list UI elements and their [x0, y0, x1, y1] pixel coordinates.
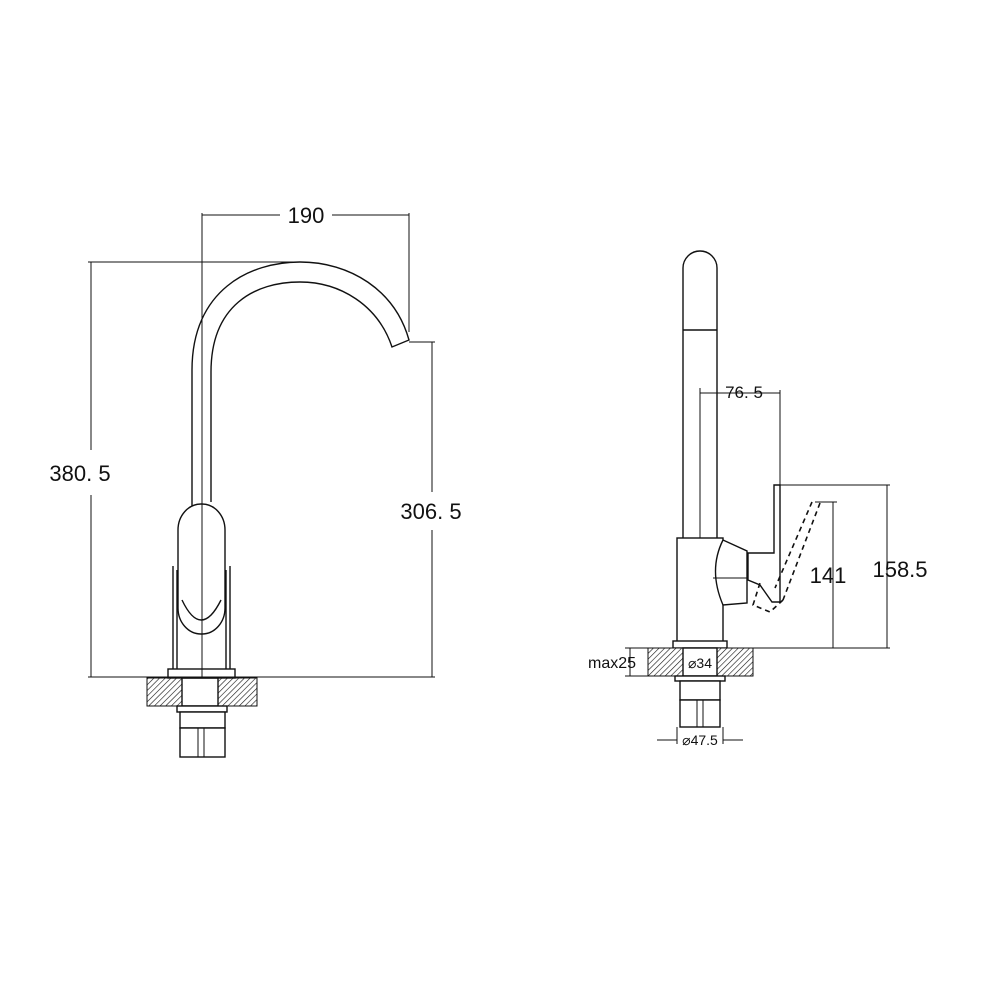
- dimension-width-190: 190: [288, 203, 325, 228]
- dimension-hole-diameter: ⌀34: [688, 655, 712, 671]
- handle-lever: [747, 484, 781, 603]
- lower-flange: [176, 705, 228, 713]
- spout-side: [682, 250, 718, 538]
- handle-open-position: [752, 501, 821, 613]
- cartridge-housing: [714, 539, 748, 606]
- dimension-max-thickness: max25: [588, 655, 636, 672]
- dimension-spout-height: 306. 5: [400, 499, 461, 524]
- dimension-base-diameter: ⌀47.5: [682, 732, 718, 748]
- dimension-handle-height: 158.5: [872, 557, 927, 582]
- threaded-shank-side: [679, 680, 721, 701]
- base-flange-side: [672, 640, 728, 649]
- side-view: ⌀34 76. 5 141 158.5 max25 ⌀47.5: [588, 250, 928, 748]
- faucet-body-side: [676, 537, 724, 643]
- gooseneck-spout: [191, 261, 410, 506]
- threaded-shank: [179, 711, 226, 729]
- mounting-nut: [181, 677, 219, 707]
- dimension-handle-offset: 76. 5: [725, 383, 763, 402]
- dimension-lever-height: 141: [810, 563, 847, 588]
- body-backplate: [172, 566, 231, 669]
- lower-flange-side: [674, 675, 726, 682]
- connector-block-side: [679, 699, 721, 728]
- dimension-total-height: 380. 5: [49, 461, 110, 486]
- front-view: 190 380. 5 306. 5: [49, 203, 462, 758]
- connector-block: [179, 727, 226, 758]
